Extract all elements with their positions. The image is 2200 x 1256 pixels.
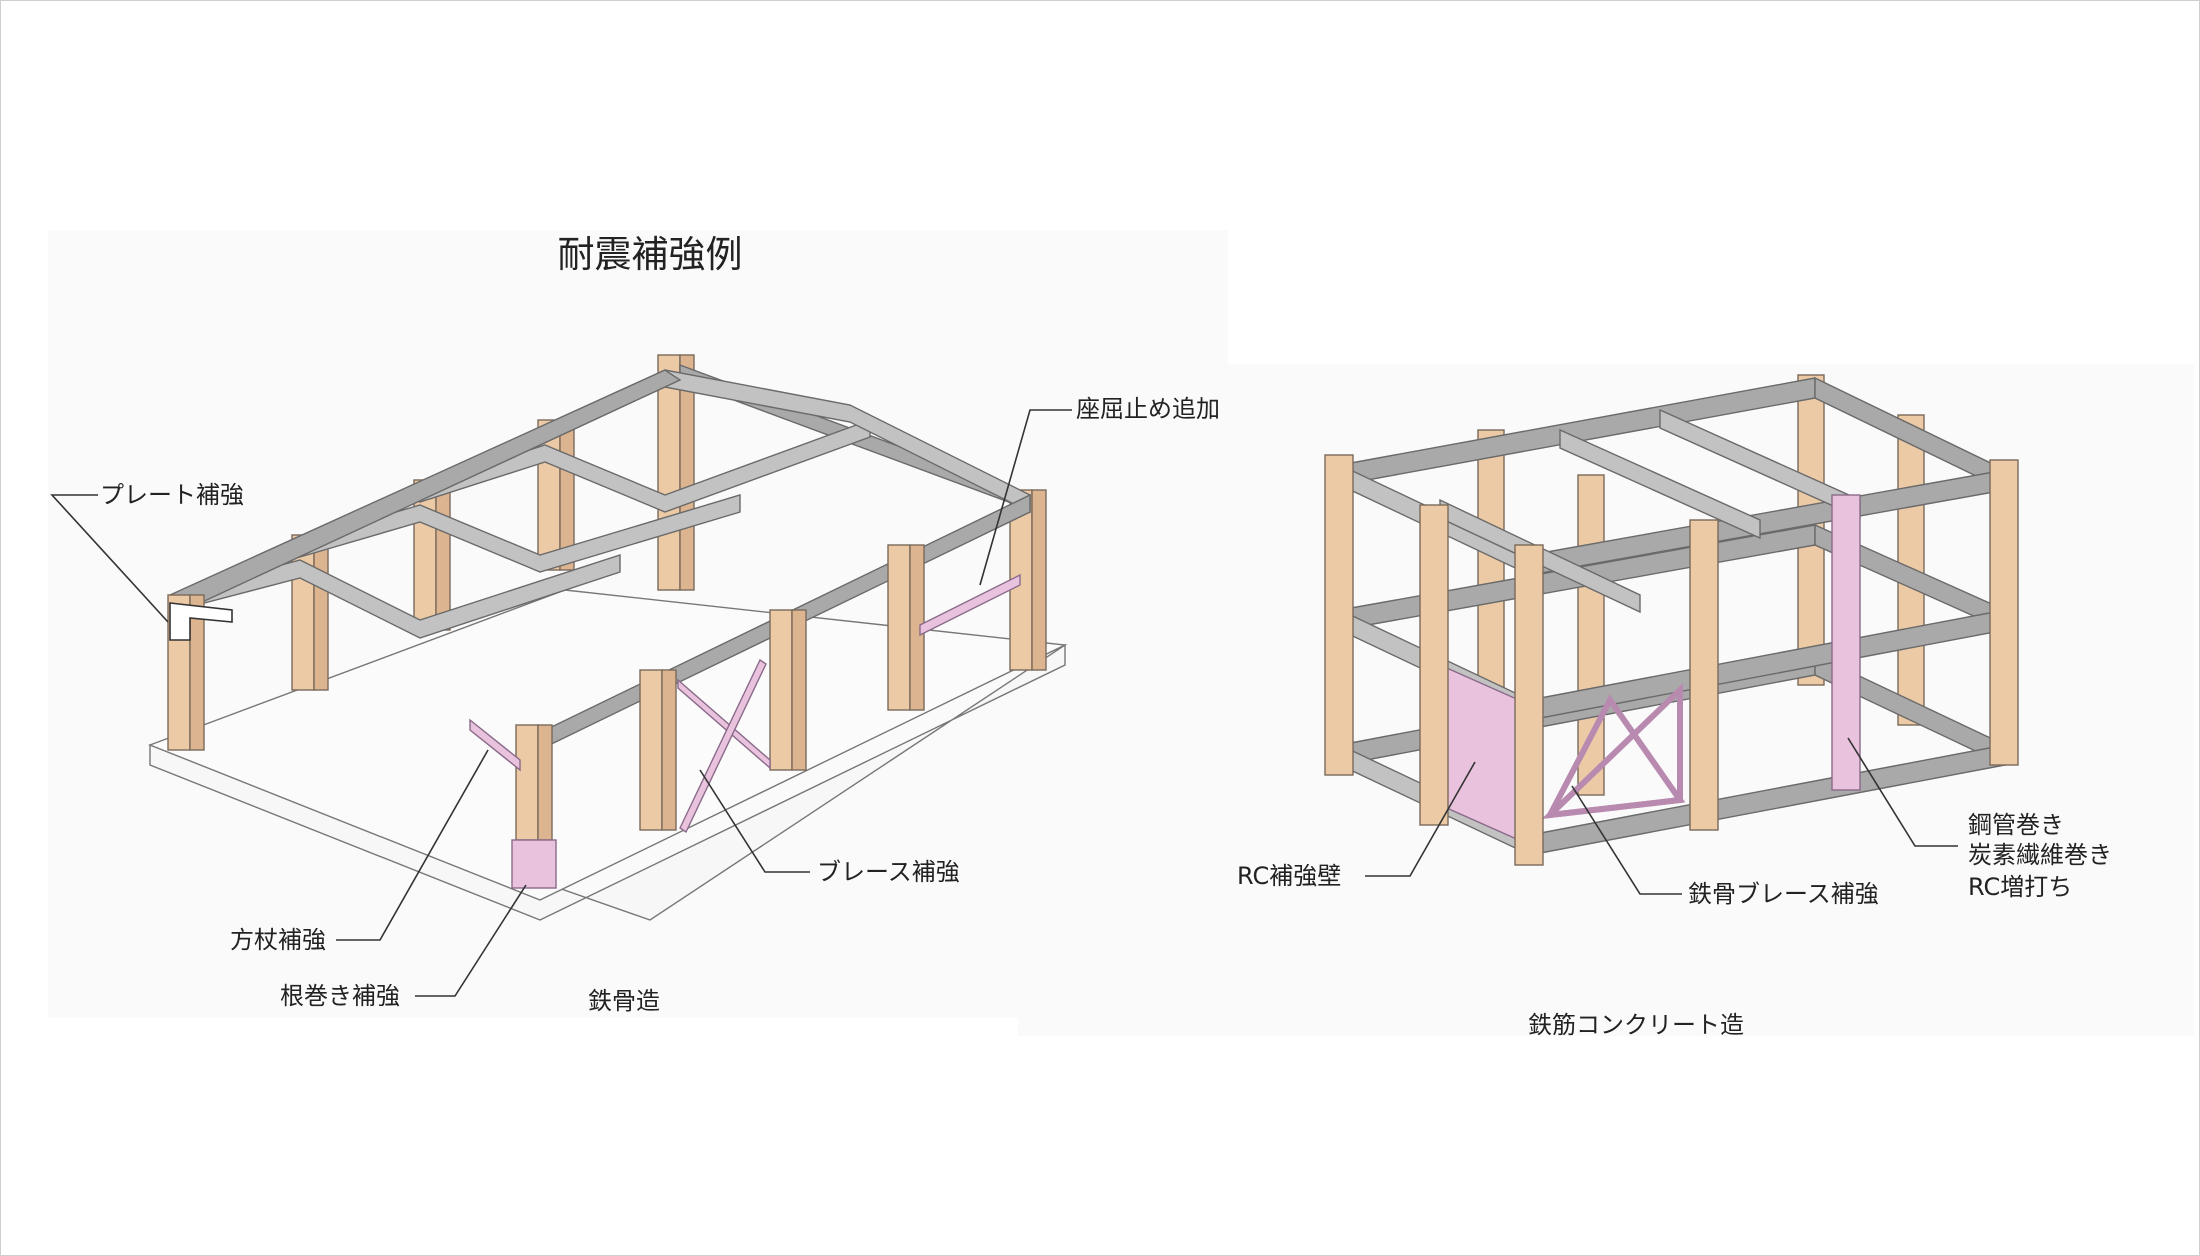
rc-caption: 鉄筋コンクリート造 — [1528, 1011, 1744, 1039]
label-plate: プレート補強 — [100, 481, 244, 509]
leader-knee — [336, 749, 489, 941]
label-steel-brace: 鉄骨ブレース補強 — [1688, 880, 1879, 908]
rc-column-wrap — [1831, 494, 1861, 791]
steel-beam — [419, 418, 871, 513]
label-rc-wall: RC補強壁 — [1237, 862, 1342, 890]
label-column-wrap-2: 炭素繊維巻き — [1968, 841, 2112, 869]
base-reinforcement — [511, 839, 557, 889]
leader-wall — [1365, 761, 1476, 877]
leader-plate — [50, 494, 169, 623]
knee-brace — [469, 718, 521, 772]
steel-column — [515, 724, 539, 841]
rc-structure — [1324, 374, 2019, 866]
rc-column — [1577, 474, 1605, 796]
leader-column-wrap — [1847, 737, 1958, 847]
steel-column — [769, 609, 793, 771]
label-column-wrap-1: 鋼管巻き — [1968, 811, 2064, 839]
steel-column — [639, 669, 663, 831]
steel-structure — [148, 354, 1068, 921]
figure-title: 耐震補強例 — [557, 233, 743, 276]
steel-beam — [169, 554, 621, 639]
rc-column — [1419, 504, 1449, 826]
label-base: 根巻き補強 — [280, 982, 400, 1010]
steel-caption: 鉄骨造 — [588, 987, 660, 1015]
leader-steel-brace — [1571, 785, 1682, 895]
steel-column — [791, 609, 807, 771]
steel-column — [537, 724, 553, 841]
leader-buckling — [979, 409, 1072, 586]
label-column-wrap-3: RC増打ち — [1968, 873, 2073, 901]
leader-base — [415, 884, 527, 997]
steel-column — [887, 544, 911, 711]
steel-column — [313, 534, 329, 691]
steel-column — [661, 669, 677, 831]
rc-column — [1514, 544, 1544, 866]
steel-column — [679, 354, 695, 591]
label-brace: ブレース補強 — [817, 858, 960, 886]
rc-column — [1989, 459, 2019, 766]
steel-column — [189, 594, 205, 751]
label-knee: 方杖補強 — [230, 926, 326, 954]
rc-column — [1324, 454, 1354, 776]
steel-brace-frame — [1544, 694, 1686, 819]
steel-beam — [299, 494, 741, 573]
leader-brace — [699, 769, 810, 873]
rc-column — [1689, 519, 1719, 831]
label-buckling: 座屈止め追加 — [1076, 395, 1220, 423]
steel-column — [657, 354, 681, 591]
steel-base-slab — [149, 643, 1066, 921]
brace-reinforcement — [677, 678, 771, 770]
steel-base-slab-top — [148, 589, 1068, 901]
brace-reinforcement — [679, 658, 767, 834]
steel-column — [1031, 489, 1047, 671]
rc-beam — [1339, 377, 1816, 486]
rc-beam — [1559, 428, 1761, 540]
buckling-stiffener — [919, 573, 1021, 637]
steel-column — [435, 479, 451, 631]
plate-reinforcement — [169, 602, 233, 641]
